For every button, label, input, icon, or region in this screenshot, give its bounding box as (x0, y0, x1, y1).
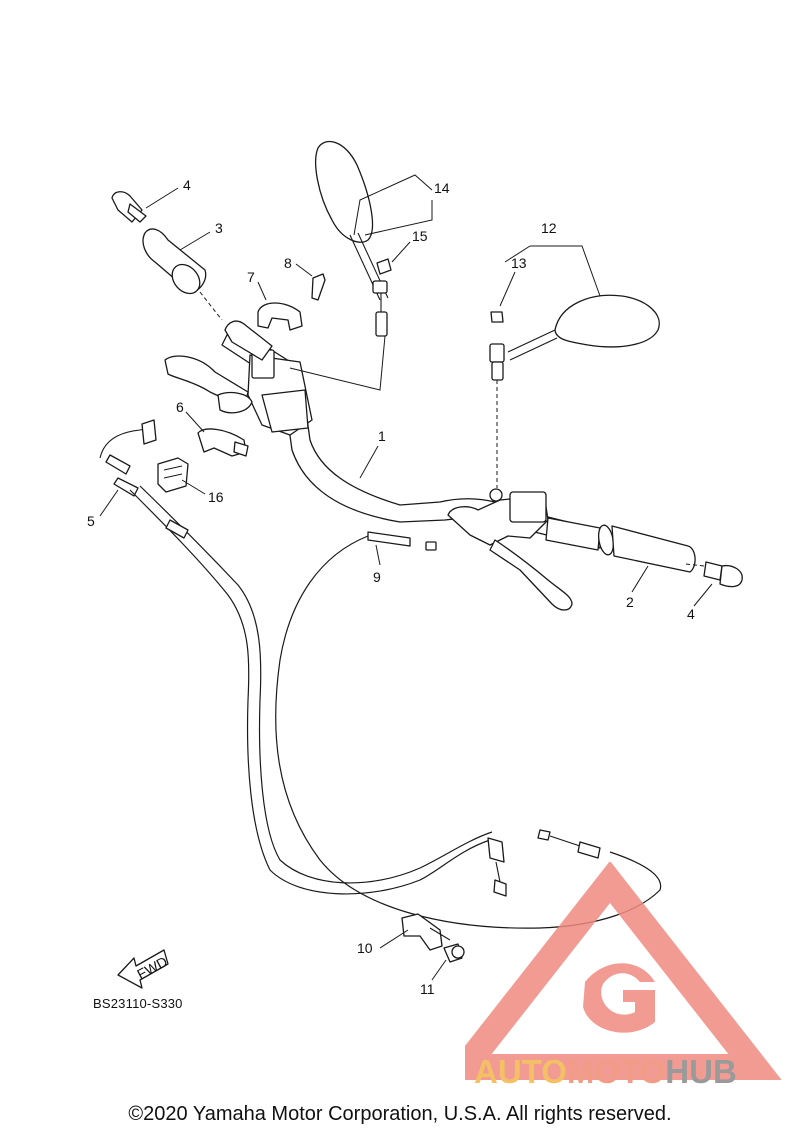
callout-2: 2 (626, 594, 634, 610)
right-lever (489, 539, 573, 611)
diagram-code: BS23110-S330 (93, 996, 183, 1011)
callout-3: 3 (215, 220, 223, 236)
callout-7: 7 (247, 269, 255, 285)
bar-end-right (703, 561, 743, 588)
callout-8: 8 (284, 255, 292, 271)
callout-6: 6 (176, 399, 184, 415)
right-grip (545, 517, 696, 573)
callout-15: 15 (412, 228, 428, 244)
automotohub-logo (465, 862, 782, 1080)
callout-14: 14 (434, 180, 450, 196)
clutch-cable (275, 531, 662, 929)
watermark-part-hub: HUB (665, 1053, 737, 1090)
right-mirror (489, 294, 660, 381)
bolt-8 (311, 273, 326, 301)
watermark-part-auto: AUTO (474, 1053, 567, 1090)
callout-12: 12 (541, 220, 557, 236)
callout-10: 10 (357, 940, 373, 956)
watermark-text: AUTOMOTOHUB (474, 1053, 737, 1091)
holder-16 (157, 457, 189, 493)
callout-1: 1 (378, 428, 386, 444)
callout-4-right: 4 (687, 606, 695, 622)
throttle-cables (99, 419, 507, 897)
callout-13: 13 (511, 255, 527, 271)
callout-16: 16 (208, 489, 224, 505)
copyright-notice: ©2020 Yamaha Motor Corporation, U.S.A. A… (128, 1103, 672, 1125)
right-switch-housing (447, 488, 549, 546)
left-switch-housing (247, 349, 313, 436)
holder-clamp-7 (257, 302, 303, 331)
callout-leaders (99, 174, 713, 981)
left-lever (164, 355, 253, 414)
callout-9: 9 (373, 569, 381, 585)
callout-5: 5 (87, 513, 95, 529)
callout-4-left: 4 (183, 177, 191, 193)
fwd-arrow: FWD (117, 949, 170, 989)
assembly-lines (199, 291, 705, 567)
cable-clamp-10 (401, 913, 451, 951)
callout-labels: 1 2 3 4 4 5 6 7 8 9 10 11 12 13 14 15 16 (87, 177, 695, 997)
watermark-part-moto: MOTO (566, 1053, 666, 1090)
callout-11: 11 (420, 981, 435, 997)
left-grip (142, 228, 273, 361)
bar-end-left (111, 191, 147, 223)
bracket-6 (197, 428, 249, 457)
left-mirror (315, 140, 392, 337)
bolt-11 (443, 943, 465, 963)
